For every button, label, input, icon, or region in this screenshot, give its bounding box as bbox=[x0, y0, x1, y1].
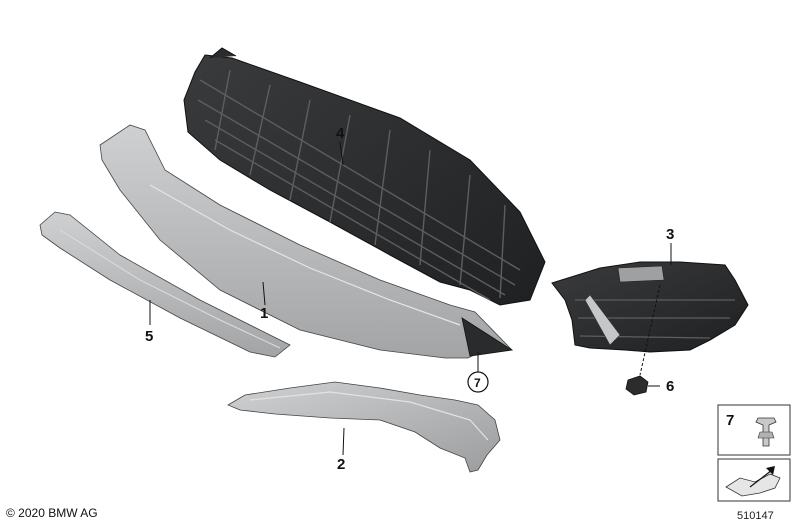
callout-part-7-circle: 7 bbox=[467, 371, 489, 393]
callout-part-6: 6 bbox=[666, 378, 674, 395]
arrow-plane-icon bbox=[725, 466, 781, 497]
leader-lines bbox=[149, 141, 672, 456]
part-4-lower-grille bbox=[183, 47, 546, 306]
legend-clip-number: 7 bbox=[726, 412, 734, 429]
part-2-corner-trim bbox=[227, 381, 501, 473]
part-1-upper-trim-strip bbox=[99, 124, 514, 359]
callout-part-7: 7 bbox=[474, 376, 481, 390]
clip-icon bbox=[755, 417, 777, 447]
callout-part-3: 3 bbox=[666, 226, 674, 243]
callout-part-2: 2 bbox=[337, 456, 345, 473]
legend-box: 7 bbox=[717, 404, 791, 502]
diagram-id: 510147 bbox=[737, 510, 774, 522]
part-5-thin-strip bbox=[39, 211, 291, 358]
callout-part-1: 1 bbox=[260, 305, 268, 322]
part-3-side-bracket bbox=[551, 261, 749, 376]
callout-part-4: 4 bbox=[336, 125, 345, 142]
callout-part-5: 5 bbox=[145, 328, 153, 345]
part-6-fastener bbox=[625, 375, 649, 396]
copyright-text: © 2020 BMW AG bbox=[6, 506, 98, 520]
